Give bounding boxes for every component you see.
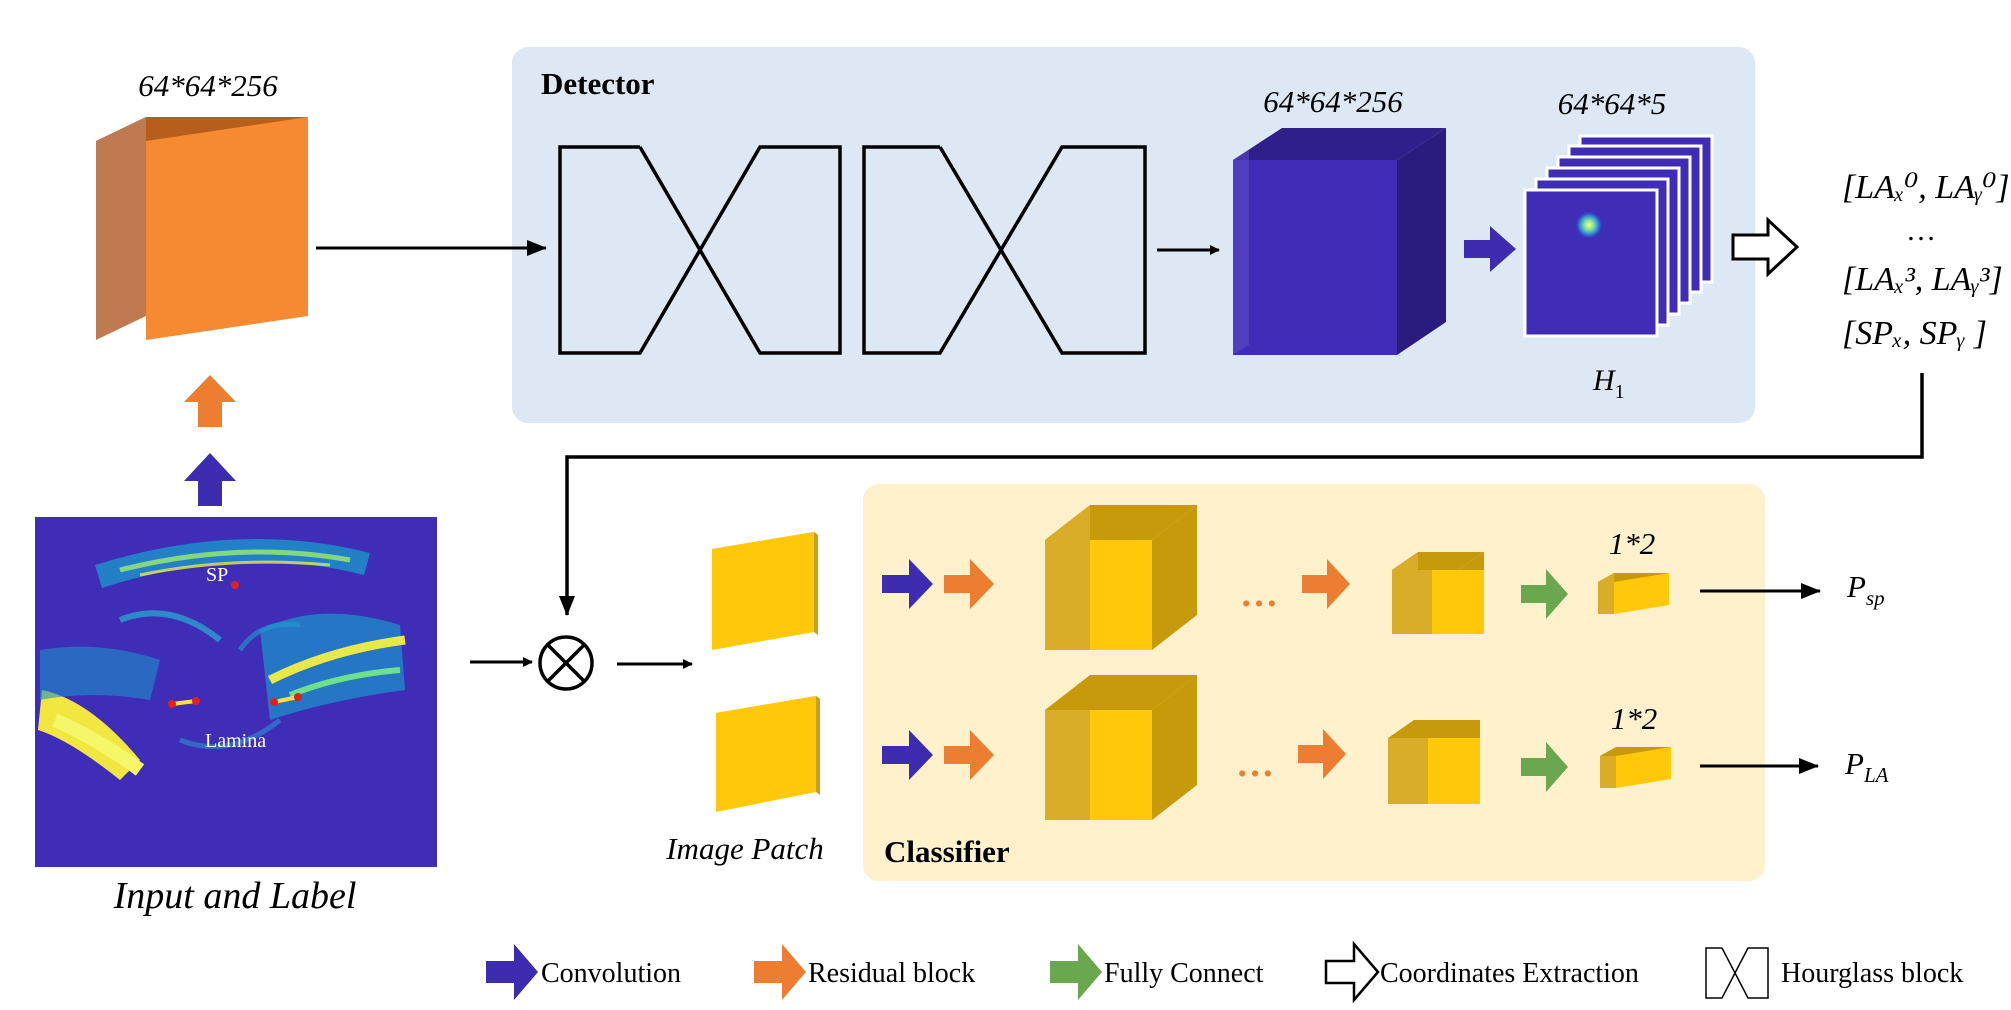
sp-point	[231, 581, 239, 589]
coords-row-3: [SPₓ, SPᵧ ]	[1842, 315, 1987, 352]
out-dims-bottom: 1*2	[1611, 701, 1658, 736]
coords-row-1: [LAₓ⁰, LAᵧ⁰]	[1842, 169, 2010, 206]
coordinates-extraction-arrow	[1731, 216, 1800, 278]
image-patch-top	[712, 532, 818, 650]
dots-bottom: …	[1236, 743, 1274, 785]
heatmap-label: H1	[1592, 364, 1625, 403]
feature-dims-label: 64*64*256	[1263, 84, 1403, 119]
convolution-arrow-cls-top	[882, 559, 933, 609]
legend-residual-label: Residual block	[808, 958, 975, 989]
coords-ellipsis: …	[1906, 214, 1936, 247]
lamina-point-1	[168, 700, 176, 708]
convolution-arrow-detector	[1464, 226, 1516, 272]
detector-title: Detector	[541, 66, 655, 101]
sp-label: SP	[206, 564, 228, 586]
yellow-cube-large-top	[1045, 505, 1197, 650]
feature-map-cube	[1233, 128, 1446, 355]
output-cube-top	[1598, 573, 1669, 614]
legend-coordinates-icon	[1324, 940, 1380, 1004]
legend: Convolution Residual block Fully Connect…	[486, 940, 1963, 1004]
coords-to-fusion-line	[559, 373, 1924, 616]
output-la-label: PLA	[1844, 746, 1889, 787]
heatmap-stack	[1523, 134, 1714, 338]
residual-arrow-cls-bottom	[944, 730, 994, 780]
lamina-point-3	[270, 698, 278, 706]
legend-convolution-icon	[486, 944, 538, 1000]
convolution-arrow-up	[184, 453, 236, 506]
residual-arrow-cls-top	[944, 559, 994, 609]
yellow-cube-medium-top	[1392, 552, 1484, 634]
classifier-title: Classifier	[884, 834, 1010, 869]
yellow-cube-large-bottom	[1045, 675, 1197, 820]
hourglass-block-1	[558, 145, 842, 355]
convolution-arrow-cls-bottom	[882, 730, 933, 780]
dots-top: …	[1240, 573, 1278, 615]
lamina-point-2	[192, 697, 200, 705]
residual-arrow-cls-top-2	[1302, 559, 1350, 609]
legend-coordinates-label: Coordinates Extraction	[1380, 958, 1639, 989]
image-patch-bottom	[716, 696, 820, 812]
fc-arrow-top	[1521, 569, 1568, 619]
residual-arrow-cls-bottom-2	[1298, 729, 1346, 779]
coordinates-list: [LAₓ⁰, LAᵧ⁰] … [LAₓ³, LAᵧ³] [SPₓ, SPᵧ ]	[1842, 169, 2010, 352]
coords-row-2: [LAₓ³, LAᵧ³]	[1842, 261, 2003, 298]
input-dims-label: 64*64*256	[138, 68, 278, 103]
legend-fc-icon	[1050, 944, 1102, 1000]
output-cube-bottom	[1600, 747, 1671, 788]
legend-residual-icon	[754, 944, 806, 1000]
legend-hourglass-icon	[1705, 947, 1769, 999]
legend-fc-label: Fully Connect	[1104, 958, 1264, 989]
image-patch-caption: Image Patch	[665, 831, 824, 866]
legend-convolution-label: Convolution	[541, 958, 681, 989]
yellow-cube-medium-bottom	[1388, 720, 1480, 804]
lamina-point-4	[294, 693, 302, 701]
fusion-cross-2	[546, 643, 586, 683]
input-feature-cube	[96, 117, 308, 340]
fc-arrow-bottom	[1521, 742, 1568, 792]
lamina-label: Lamina	[205, 730, 266, 752]
input-caption: Input and Label	[113, 875, 357, 917]
ultrasound-input-image: SP Lamina	[35, 517, 437, 867]
heatmap-dims-label: 64*64*5	[1558, 86, 1667, 121]
out-dims-top: 1*2	[1609, 526, 1656, 561]
residual-arrow-up	[184, 375, 236, 427]
output-sp-label: Psp	[1846, 569, 1885, 610]
hourglass-block-2	[862, 145, 1147, 355]
legend-hourglass-label: Hourglass block	[1781, 958, 1963, 989]
